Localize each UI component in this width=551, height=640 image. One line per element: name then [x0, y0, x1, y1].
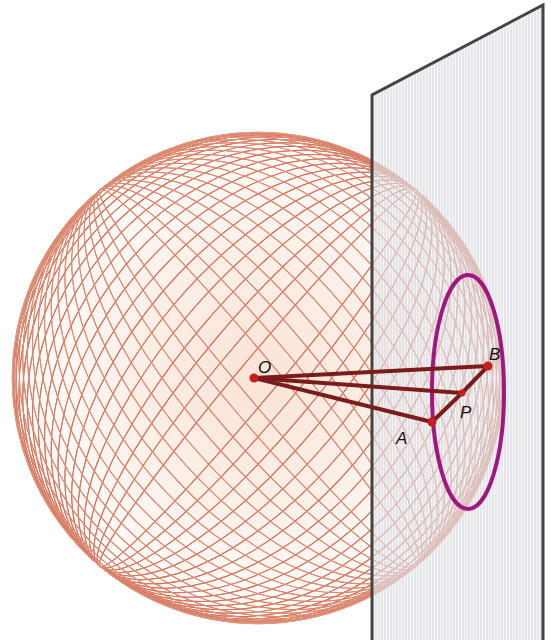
point-label: P: [460, 404, 471, 421]
point-label: A: [396, 430, 407, 447]
mesh-line: [100, 190, 416, 567]
plane-border: [372, 5, 543, 640]
plane-fill: [372, 5, 543, 640]
point-label: O: [258, 359, 271, 376]
mesh-line: [100, 190, 416, 567]
segments: [254, 366, 488, 422]
point-label: B: [489, 346, 500, 363]
plane-hatch: [372, 5, 543, 640]
points: [250, 362, 493, 427]
